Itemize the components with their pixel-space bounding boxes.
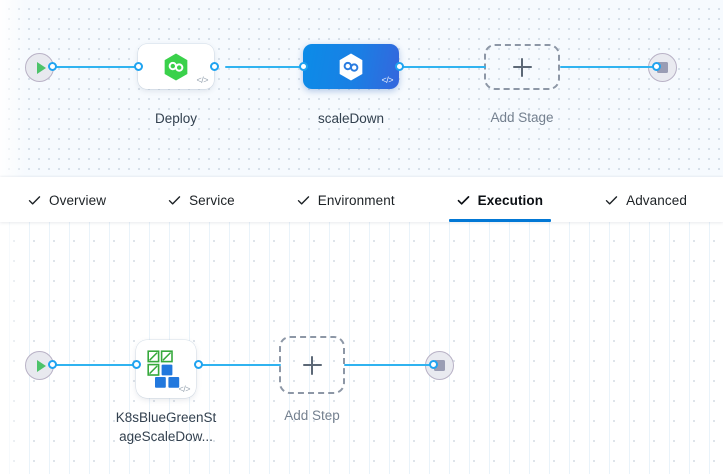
step-node-out-port[interactable]	[194, 360, 203, 369]
tab-label: Overview	[49, 193, 107, 208]
tab-environment[interactable]: Environment	[297, 177, 395, 222]
stage-link-start-deploy	[50, 66, 140, 69]
step-end-port[interactable]	[429, 360, 438, 369]
tab-service[interactable]: Service	[168, 177, 235, 222]
execution-graph-canvas[interactable]: </> K8sBlueGreenSt ageScaleDow... Add St…	[0, 222, 723, 474]
tab-label: Execution	[477, 193, 544, 208]
stage-link-addstage-end	[560, 66, 655, 69]
step-canvas-left-fade	[0, 222, 26, 474]
stop-icon	[657, 62, 668, 73]
stage-graph-canvas[interactable]: </> Deploy </> scaleDown Ad	[0, 0, 723, 177]
step-node-in-port[interactable]	[132, 360, 141, 369]
stage-deploy-in-port[interactable]	[134, 62, 143, 71]
stage-node-deploy[interactable]: </>	[138, 44, 214, 89]
add-step-label: Add Step	[284, 408, 340, 423]
check-icon	[605, 194, 618, 207]
check-icon	[168, 194, 181, 207]
stage-label-scaledown: scaleDown	[317, 111, 385, 126]
step-label-line1: K8sBlueGreenSt	[115, 410, 217, 425]
stage-scaledown-in-port[interactable]	[299, 62, 308, 71]
check-icon	[28, 194, 41, 207]
stage-start-port[interactable]	[48, 62, 57, 71]
step-link-addstep-end	[344, 364, 434, 367]
step-link-start-node	[50, 364, 138, 367]
tab-label: Environment	[317, 193, 395, 208]
step-link-node-addstep	[198, 364, 281, 367]
tab-underline-active	[448, 219, 552, 222]
stage-end-port[interactable]	[652, 62, 661, 71]
add-stage-label: Add Stage	[490, 110, 554, 125]
canvas-left-fade	[0, 0, 26, 177]
play-icon	[36, 359, 46, 372]
tab-label: Service	[189, 193, 235, 208]
tab-underline	[160, 219, 243, 222]
harness-hexagon-white-icon	[336, 52, 366, 87]
stage-link-scaledown-addstage	[396, 66, 486, 69]
check-icon	[457, 194, 470, 207]
k8s-bluegreen-squares-icon	[147, 350, 185, 393]
tab-underline	[289, 219, 403, 222]
stage-scaledown-out-port[interactable]	[395, 62, 404, 71]
tab-overview[interactable]: Overview	[28, 177, 106, 222]
step-start-port[interactable]	[48, 360, 57, 369]
tab-label: Advanced	[626, 193, 687, 208]
step-label-line2: ageScaleDow...	[119, 429, 213, 444]
add-stage-button[interactable]	[484, 44, 560, 90]
stage-label-deploy: Deploy	[154, 111, 198, 126]
check-icon	[297, 194, 310, 207]
stop-icon	[434, 360, 445, 371]
stage-deploy-out-port[interactable]	[210, 62, 219, 71]
stage-config-tabbar: Overview Service Environment	[0, 177, 723, 222]
stage-node-scaledown[interactable]: </>	[303, 44, 399, 89]
code-glyph[interactable]: </>	[381, 75, 393, 85]
harness-hexagon-green-icon	[161, 52, 191, 87]
tab-advanced[interactable]: Advanced	[605, 177, 687, 222]
code-glyph[interactable]: </>	[196, 75, 208, 85]
plus-icon	[512, 57, 532, 77]
play-icon	[36, 61, 46, 74]
tab-execution[interactable]: Execution	[448, 177, 552, 222]
tab-underline	[20, 219, 114, 222]
stage-link-deploy-scaledown	[225, 66, 308, 69]
step-node-k8s-bluegreen-scaledown[interactable]: </>	[136, 340, 196, 398]
plus-icon	[302, 355, 322, 375]
step-label-k8s-bluegreen: K8sBlueGreenSt ageScaleDow...	[96, 408, 236, 446]
code-glyph[interactable]: </>	[178, 384, 190, 394]
tab-underline	[597, 219, 695, 222]
add-step-button[interactable]	[279, 336, 345, 394]
